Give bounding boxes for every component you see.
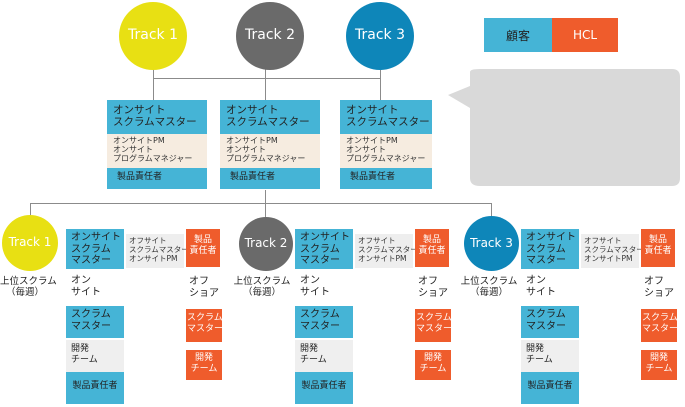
track-2-circle: Track 2 xyxy=(236,2,304,70)
bottom-track-3-circle: Track 3 xyxy=(464,216,519,271)
track-3-circle: Track 3 xyxy=(346,2,414,70)
connector xyxy=(153,78,381,79)
bottom-track-1-offshore: オフ ショア xyxy=(186,274,222,304)
bottom-track-2-offshore: オフ ショア xyxy=(415,274,451,304)
legend-customer: 顧客 xyxy=(484,18,552,52)
connector xyxy=(153,78,154,100)
top-track-2-head: オンサイト スクラムマスター xyxy=(220,100,320,134)
bottom-track-2-circle: Track 2 xyxy=(239,217,293,271)
bottom-track-3-hcl-scrum-master: スクラム マスター xyxy=(641,309,678,342)
track-3-label: Track 3 xyxy=(355,27,405,44)
bottom-track-2-dev-team: 開発 チーム xyxy=(295,340,353,372)
track-1-label: Track 1 xyxy=(128,27,178,44)
bottom-track-1-owner: 製品責任者 xyxy=(66,372,124,404)
bottom-track-2-label: Track 2 xyxy=(244,236,288,251)
top-track-2-owner: 製品責任者 xyxy=(220,168,320,189)
legend-customer-label: 顧客 xyxy=(505,28,530,43)
track-2-label: Track 2 xyxy=(245,27,295,44)
top-track-1-roles: オンサイトPM オンサイト プログラムマネジャー xyxy=(107,134,207,168)
connector xyxy=(265,203,266,217)
connector xyxy=(30,203,31,215)
track-1-circle: Track 1 xyxy=(119,2,187,70)
bottom-track-1-hcl-owner: 製品 責任者 xyxy=(186,229,220,267)
legend-hcl: HCL xyxy=(552,18,618,52)
bottom-track-3-hcl-owner: 製品 責任者 xyxy=(641,229,675,267)
bottom-track-3-caption: 上位スクラム （毎週） xyxy=(460,276,518,298)
bottom-track-1-onsite: オン サイト xyxy=(66,272,124,306)
bottom-track-1-caption: 上位スクラム （毎週） xyxy=(0,276,57,298)
bottom-track-2-offsite-note: オフサイト スクラムマスター オンサイトPM xyxy=(355,234,418,268)
top-track-1-head: オンサイト スクラムマスター xyxy=(107,100,207,134)
bottom-track-3-onsite: オン サイト xyxy=(521,272,579,306)
connector xyxy=(265,190,266,203)
bottom-track-3-hcl-dev-team: 開発 チーム xyxy=(641,350,677,380)
top-track-3-roles: オンサイトPM オンサイト プログラムマネジャー xyxy=(340,134,432,168)
connector xyxy=(491,203,492,216)
bottom-track-3-offshore: オフ ショア xyxy=(641,274,677,304)
connector xyxy=(380,78,381,100)
bottom-track-2-hcl-dev-team: 開発 チーム xyxy=(415,350,451,380)
bottom-track-3-label: Track 3 xyxy=(470,235,513,250)
bottom-track-3-scrum-master: スクラム マスター xyxy=(521,306,579,338)
bottom-track-1-scrum-master: スクラム マスター xyxy=(66,306,124,338)
bottom-track-1-onsite-head: オンサイト スクラム マスター xyxy=(66,229,124,269)
bottom-track-1-hcl-dev-team: 開発 チーム xyxy=(186,350,222,380)
top-track-2-roles: オンサイトPM オンサイト プログラムマネジャー xyxy=(220,134,320,168)
bottom-track-2-caption: 上位スクラム （毎週） xyxy=(233,276,291,298)
top-track-1-owner: 製品責任者 xyxy=(107,168,207,189)
connector xyxy=(265,78,266,100)
bottom-track-3-owner: 製品責任者 xyxy=(521,372,579,404)
bottom-track-3-dev-team: 開発 チーム xyxy=(521,340,579,372)
bottom-track-1-label: Track 1 xyxy=(8,235,52,250)
bottom-track-2-onsite-head: オンサイト スクラム マスター xyxy=(295,229,353,269)
bottom-track-3-offsite-note: オフサイト スクラムマスター オンサイトPM xyxy=(581,234,644,268)
bottom-track-3-onsite-head: オンサイト スクラム マスター xyxy=(521,229,579,269)
bottom-track-1-hcl-scrum-master: スクラム マスター xyxy=(186,309,223,342)
bottom-track-2-hcl-owner: 製品 責任者 xyxy=(415,229,449,267)
bottom-track-1-circle: Track 1 xyxy=(2,215,58,271)
legend-hcl-label: HCL xyxy=(572,28,598,42)
top-track-3-owner: 製品責任者 xyxy=(340,168,432,189)
bottom-track-2-scrum-master: スクラム マスター xyxy=(295,306,353,338)
connector xyxy=(30,203,492,204)
bottom-track-1-offsite-note: オフサイト スクラムマスター オンサイトPM xyxy=(126,234,189,268)
callout-bubble xyxy=(448,69,680,186)
top-track-3-head: オンサイト スクラムマスター xyxy=(340,100,432,134)
bottom-track-1-dev-team: 開発 チーム xyxy=(66,340,124,372)
bottom-track-2-hcl-scrum-master: スクラム マスター xyxy=(415,309,452,342)
bottom-track-2-onsite: オン サイト xyxy=(295,272,353,306)
bottom-track-2-owner: 製品責任者 xyxy=(295,372,353,404)
